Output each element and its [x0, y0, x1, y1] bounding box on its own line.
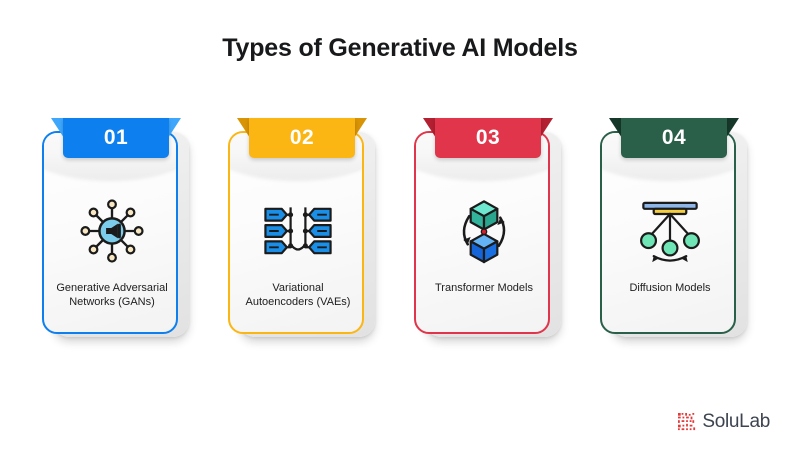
card-label: Diffusion Models	[629, 282, 711, 294]
ribbon-tail-right	[168, 118, 181, 138]
card-ribbon: 04	[609, 118, 739, 158]
ribbon-tail-right	[354, 118, 367, 138]
card-number: 03	[435, 118, 541, 158]
card-number: 02	[249, 118, 355, 158]
card-diffusion[interactable]: Diffusion Models 04	[600, 118, 748, 340]
card-label: Transformer Models	[434, 282, 533, 294]
card-ribbon: 01	[51, 118, 181, 158]
ribbon-tail-right	[726, 118, 739, 138]
page-title: Types of Generative AI Models	[222, 34, 578, 62]
card-label: Generative Adversarial Networks (GANs)	[56, 282, 168, 308]
solulab-qr-mark-icon	[678, 413, 696, 431]
card-vaes[interactable]: Variational Autoencoders (VAEs) 02	[228, 118, 376, 340]
card-body: Diffusion Models	[600, 131, 736, 334]
logo-text: SoluLab	[702, 411, 770, 432]
card-ribbon: 03	[423, 118, 553, 158]
ribbon-tail-right	[540, 118, 553, 138]
card-transformers[interactable]: Transformer Models 03	[414, 118, 562, 340]
card-gans[interactable]: Generative Adversarial Networks (GANs) 0…	[42, 118, 190, 340]
vae-encoder-decoder-icon	[230, 185, 362, 277]
card-label: Variational Autoencoders (VAEs)	[245, 282, 351, 308]
solulab-logo: SoluLab	[678, 411, 770, 433]
cards-row: Generative Adversarial Networks (GANs) 0…	[42, 118, 758, 348]
transformer-cubes-cycle-icon	[416, 185, 548, 277]
card-body: Transformer Models	[414, 131, 550, 334]
card-body: Generative Adversarial Networks (GANs)	[42, 131, 178, 334]
gan-network-megaphone-icon	[44, 185, 176, 277]
card-number: 04	[621, 118, 727, 158]
card-body: Variational Autoencoders (VAEs)	[228, 131, 364, 334]
card-number: 01	[63, 118, 169, 158]
diffusion-pendulum-icon	[602, 185, 734, 277]
card-ribbon: 02	[237, 118, 367, 158]
